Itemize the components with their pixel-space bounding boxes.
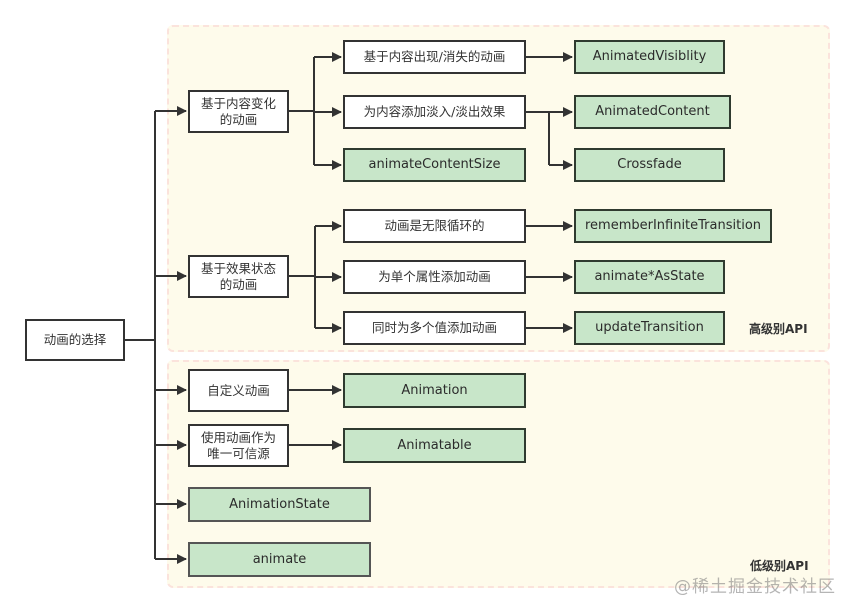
api-label: rememberInfiniteTransition [584,218,762,233]
api-animatable: Animatable [343,428,526,463]
node-fade-in-out: 为内容添加淡入/淡出效果 [343,95,526,129]
api-label: updateTransition [595,320,704,335]
node-content-change: 基于内容变化 的动画 [188,90,289,133]
api-animate-content-size: animateContentSize [343,148,526,182]
root-node: 动画的选择 [25,319,125,361]
api-remember-infinite-transition: rememberInfiniteTransition [574,209,772,243]
api-label: AnimatedVisiblity [592,49,707,64]
api-animated-content: AnimatedContent [574,95,731,129]
node-label-line1: 使用动画作为 [200,429,276,445]
node-label: 同时为多个值添加动画 [371,320,497,335]
api-label: AnimationState [229,496,330,512]
node-label: 基于内容出现/消失的动画 [363,49,506,64]
low-level-api-label: 低级别API [750,559,809,573]
watermark: @稀土掘金技术社区 [674,577,836,597]
api-animate: animate [188,542,371,577]
node-single-source-of-truth: 使用动画作为 唯一可信源 [188,424,289,467]
root-label: 动画的选择 [43,332,107,347]
node-label: 自定义动画 [207,382,270,398]
high-level-api-label: 高级别API [749,322,808,336]
api-label: animateContentSize [368,157,501,172]
node-label-line2: 的动画 [219,111,258,127]
node-custom-animation: 自定义动画 [188,369,289,412]
node-single-property: 为单个属性添加动画 [343,260,526,294]
node-label-line1: 基于内容变化 [200,95,276,111]
node-label: 为内容添加淡入/淡出效果 [363,104,506,119]
node-label-line2: 的动画 [219,276,258,292]
node-label: 为单个属性添加动画 [378,269,491,284]
node-label-line1: 基于效果状态 [200,260,276,276]
node-appear-disappear: 基于内容出现/消失的动画 [343,40,526,74]
api-label: animate [252,551,307,567]
api-update-transition: updateTransition [574,311,725,345]
node-multiple-values: 同时为多个值添加动画 [343,311,526,345]
node-infinite-loop: 动画是无限循环的 [343,209,526,243]
api-animation: Animation [343,373,526,408]
api-crossfade: Crossfade [574,148,725,182]
api-label: Animatable [397,437,472,453]
api-label: AnimatedContent [595,104,710,119]
api-animate-as-state: animate*AsState [574,260,725,294]
api-animation-state: AnimationState [188,487,371,522]
api-label: animate*AsState [594,269,705,284]
api-animated-visibility: AnimatedVisiblity [574,40,725,74]
node-effect-state: 基于效果状态 的动画 [188,255,289,298]
api-label: Crossfade [617,157,682,172]
node-label: 动画是无限循环的 [384,218,485,233]
api-label: Animation [401,382,468,398]
node-label-line2: 唯一可信源 [207,445,270,461]
